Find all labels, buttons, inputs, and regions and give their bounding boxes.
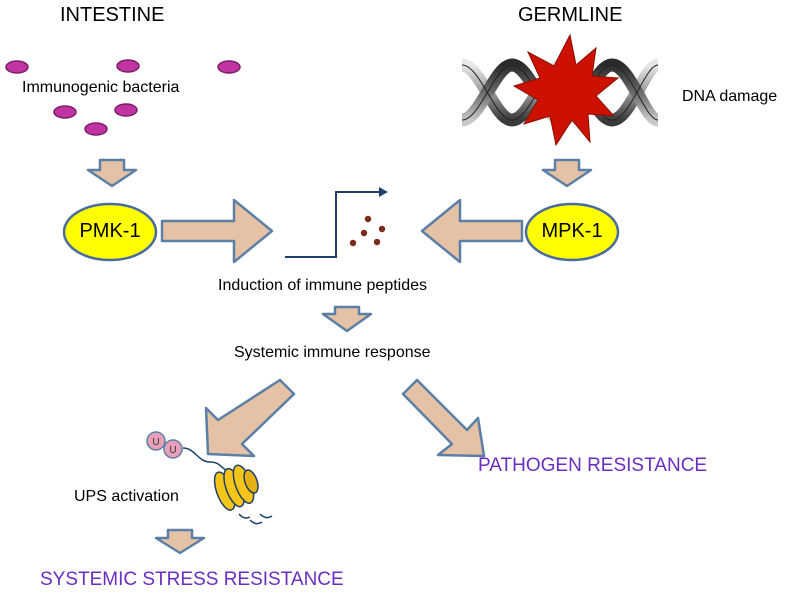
- dna-damage-label: DNA damage: [682, 88, 778, 105]
- bacterium: [217, 60, 241, 74]
- ubiquitin-icon: [163, 439, 183, 459]
- ups-activation-label: UPS activation: [74, 488, 179, 505]
- arrow-systemic-to-ups: [204, 378, 296, 458]
- bacterium: [53, 105, 77, 119]
- arrow-down-induction-to-systemic: [321, 305, 373, 333]
- mpk1-oval: [524, 202, 620, 262]
- arrow-mpk1-to-gene: [420, 198, 524, 264]
- pmk1-oval: [62, 202, 158, 262]
- arrow-systemic-to-pathogen: [401, 378, 486, 458]
- ubiquitin-label: U: [152, 437, 159, 448]
- arrow-pmk1-to-gene: [160, 198, 274, 264]
- systemic-response-label: Systemic immune response: [234, 344, 431, 361]
- bacterium: [5, 60, 29, 74]
- germline-header: GERMLINE: [518, 4, 623, 26]
- arrow-down-bacteria-to-pmk1: [86, 158, 138, 188]
- bacterium: [84, 122, 108, 136]
- bacterium: [114, 103, 138, 117]
- intestine-header: INTESTINE: [60, 4, 165, 26]
- systemic-stress-resistance-label: SYSTEMIC STRESS RESISTANCE: [40, 569, 344, 590]
- pathogen-resistance-label: PATHOGEN RESISTANCE: [478, 455, 708, 476]
- bacteria-label: Immunogenic bacteria: [22, 79, 180, 96]
- dna-damage-burst-icon: [512, 33, 620, 147]
- bacterium: [116, 59, 140, 73]
- ubiquitin-icon: [146, 431, 166, 451]
- mpk1-label: MPK-1: [541, 220, 603, 242]
- ubiquitin-proteasome-icon: U U: [146, 431, 273, 525]
- proteasome-icon: [213, 464, 259, 511]
- arrow-down-dna-to-mpk1: [541, 158, 593, 188]
- ubiquitin-label: U: [169, 445, 176, 456]
- arrow-down-ups-to-stress: [154, 528, 206, 555]
- induction-label: Induction of immune peptides: [218, 277, 428, 294]
- bacteria-group: [5, 59, 241, 136]
- pmk1-label: PMK-1: [79, 220, 141, 242]
- immune-peptides-icon: [349, 215, 386, 247]
- gene-promoter-icon: [285, 191, 386, 258]
- gene-arrowhead-icon: [379, 187, 388, 197]
